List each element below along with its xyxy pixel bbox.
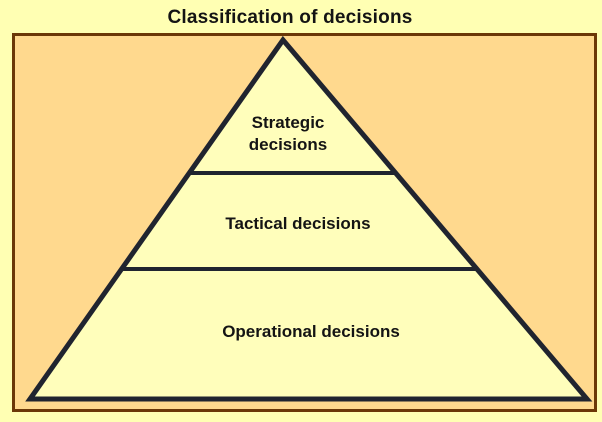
- tier-label-operational: Operational decisions: [222, 322, 400, 341]
- pyramid-outline: [25, 35, 593, 402]
- page-title: Classification of decisions: [167, 7, 413, 28]
- tier-label-strategic-line1: Strategic: [252, 113, 325, 132]
- tier-label-strategic-line2: decisions: [249, 135, 327, 154]
- tier-label-tactical: Tactical decisions: [225, 214, 370, 233]
